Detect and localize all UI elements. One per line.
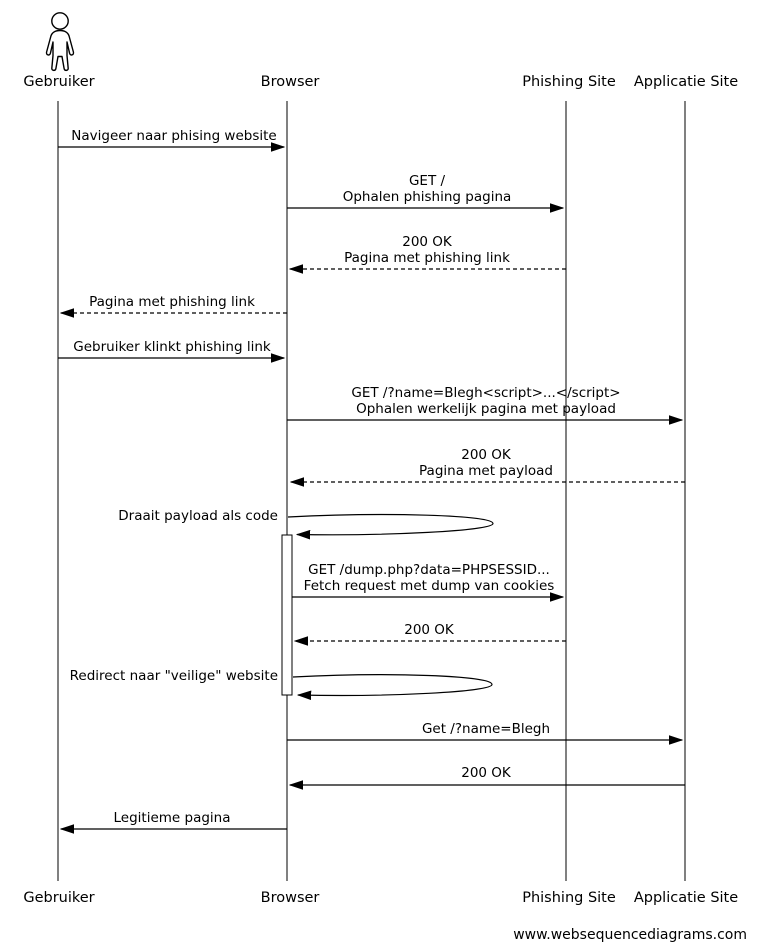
lifelines: [57, 101, 686, 881]
message-label-6: GET /?name=Blegh<script>...</script> Oph…: [351, 385, 621, 417]
actor-label-gebruiker-top: Gebruiker: [23, 74, 95, 90]
actor-label-phishing-top: Phishing Site: [522, 74, 616, 90]
message-label-1: Navigeer naar phising website: [71, 128, 277, 144]
actor-label-phishing-bottom: Phishing Site: [522, 890, 616, 906]
message-label-11-selfloop: Redirect naar "veilige" website: [69, 668, 278, 684]
actor-label-browser-top: Browser: [260, 74, 320, 90]
message-label-14: Legitieme pagina: [113, 810, 231, 826]
watermark: www.websequencediagrams.com: [513, 927, 747, 943]
message-label-7: 200 OK Pagina met payload: [419, 447, 553, 479]
message-label-10: 200 OK: [404, 622, 454, 638]
self-loop-1: [287, 513, 494, 540]
message-label-3: 200 OK Pagina met phishing link: [344, 234, 510, 266]
person-icon: [45, 12, 75, 72]
message-arrows: [58, 142, 685, 834]
message-label-4: Pagina met phishing link: [89, 294, 255, 310]
message-label-2: GET / Ophalen phishing pagina: [342, 173, 512, 205]
actor-label-gebruiker-bottom: Gebruiker: [23, 890, 95, 906]
actor-label-browser-bottom: Browser: [260, 890, 320, 906]
message-label-12: Get /?name=Blegh: [421, 721, 551, 737]
message-label-13: 200 OK: [461, 765, 511, 781]
message-label-9: GET /dump.php?data=PHPSESSID... Fetch re…: [303, 562, 555, 594]
actor-label-applicatie-bottom: Applicatie Site: [633, 890, 739, 906]
actor-label-applicatie-top: Applicatie Site: [633, 74, 739, 90]
message-label-5: Gebruiker klinkt phishing link: [73, 339, 271, 355]
self-loop-2: [292, 674, 493, 701]
activation-bar: [281, 534, 293, 696]
message-label-8-selfloop: Draait payload als code: [118, 508, 278, 524]
